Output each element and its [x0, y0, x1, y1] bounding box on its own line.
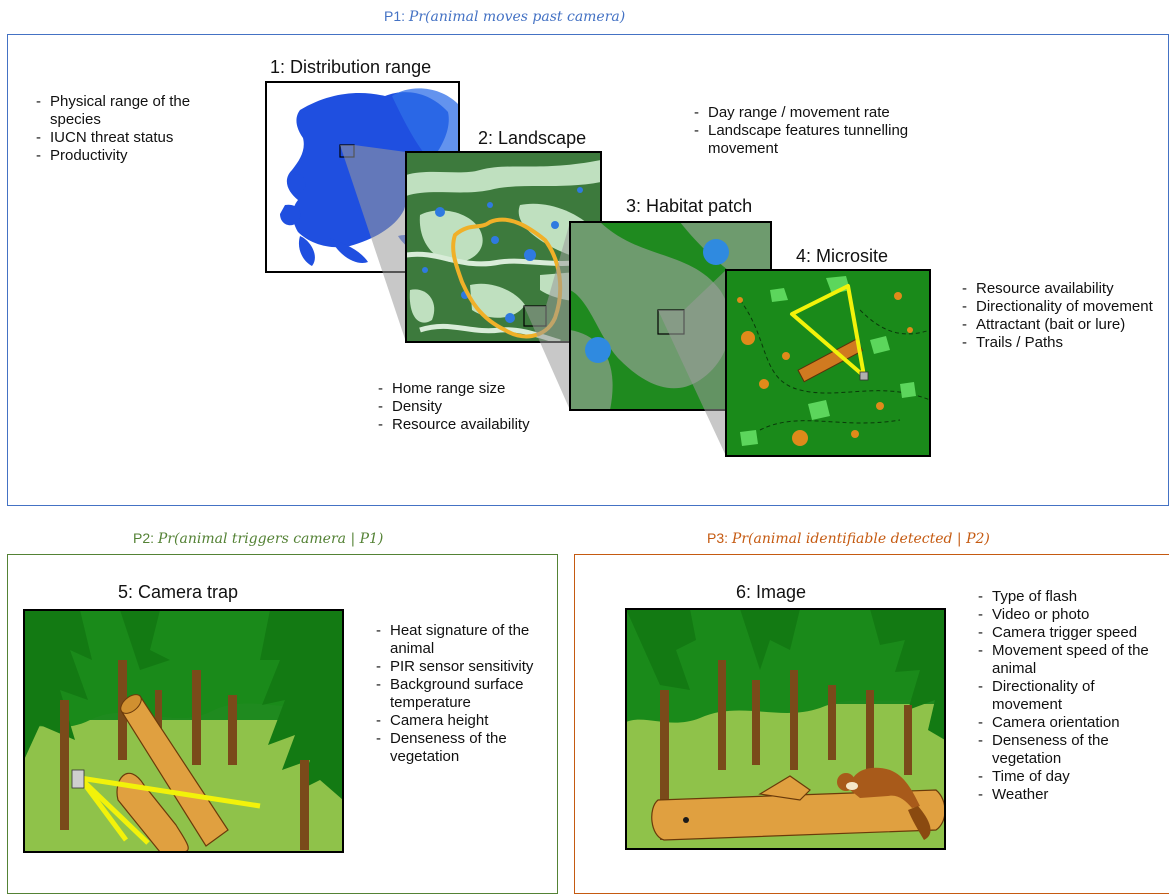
microsite-map [726, 270, 930, 456]
p1-formula: Pr(animal moves past camera) [408, 9, 626, 25]
list-item: Resource availability [960, 280, 1165, 298]
panel-title-distribution: 1: Distribution range [270, 57, 432, 77]
panel-title-camera-trap: 5: Camera trap [118, 582, 239, 602]
list-landscape: Day range / movement rate Landscape feat… [692, 104, 942, 158]
list-item: Camera orientation [976, 714, 1156, 732]
list-item: Background surface temperature [374, 676, 539, 712]
panel-title-microsite: 4: Microsite [796, 246, 889, 266]
list-item: Heat signature of the animal [374, 622, 539, 658]
list-item: Denseness of the vegetation [374, 730, 539, 766]
panel-title-landscape: 2: Landscape [478, 128, 587, 148]
p1-title: P1: Pr(animal moves past camera) [384, 8, 626, 25]
list-item: Density [376, 398, 576, 416]
list-item: Physical range of the species [34, 93, 244, 129]
panel-title-image: 6: Image [736, 582, 807, 602]
list-item: Trails / Paths [960, 334, 1165, 352]
p2-formula: Pr(animal triggers camera | P1) [157, 531, 384, 547]
panel-title-habitat: 3: Habitat patch [626, 196, 753, 216]
list-habitat: Home range size Density Resource availab… [376, 380, 576, 434]
p2-title: P2: Pr(animal triggers camera | P1) [133, 530, 384, 547]
list-item: Home range size [376, 380, 576, 398]
list-item: Directionality of movement [976, 678, 1156, 714]
list-item: Type of flash [976, 588, 1156, 606]
forest-camera-trap [24, 610, 343, 852]
forest-image-marten [626, 609, 945, 849]
list-item: Resource availability [376, 416, 576, 434]
list-item: Camera trigger speed [976, 624, 1156, 642]
list-item: Denseness of the vegetation [976, 732, 1156, 768]
list-microsite: Resource availability Directionality of … [960, 280, 1165, 352]
list-item: Movement speed of the animal [976, 642, 1156, 678]
list-item: IUCN threat status [34, 129, 244, 147]
list-item: Camera height [374, 712, 539, 730]
list-item: Weather [976, 786, 1156, 804]
p3-formula: Pr(animal identifiable detected | P2) [731, 531, 990, 547]
p3-title: P3: Pr(animal identifiable detected | P2… [707, 530, 990, 547]
list-item: Attractant (bait or lure) [960, 316, 1165, 334]
list-item: Productivity [34, 147, 244, 165]
list-distribution: Physical range of the species IUCN threa… [34, 93, 244, 165]
list-item: PIR sensor sensitivity [374, 658, 539, 676]
list-camera-trap: Heat signature of the animal PIR sensor … [374, 622, 539, 766]
list-image: Type of flash Video or photo Camera trig… [976, 588, 1156, 804]
list-item: Landscape features tunnelling movement [692, 122, 942, 158]
list-item: Day range / movement rate [692, 104, 942, 122]
list-item: Directionality of movement [960, 298, 1165, 316]
list-item: Time of day [976, 768, 1156, 786]
list-item: Video or photo [976, 606, 1156, 624]
